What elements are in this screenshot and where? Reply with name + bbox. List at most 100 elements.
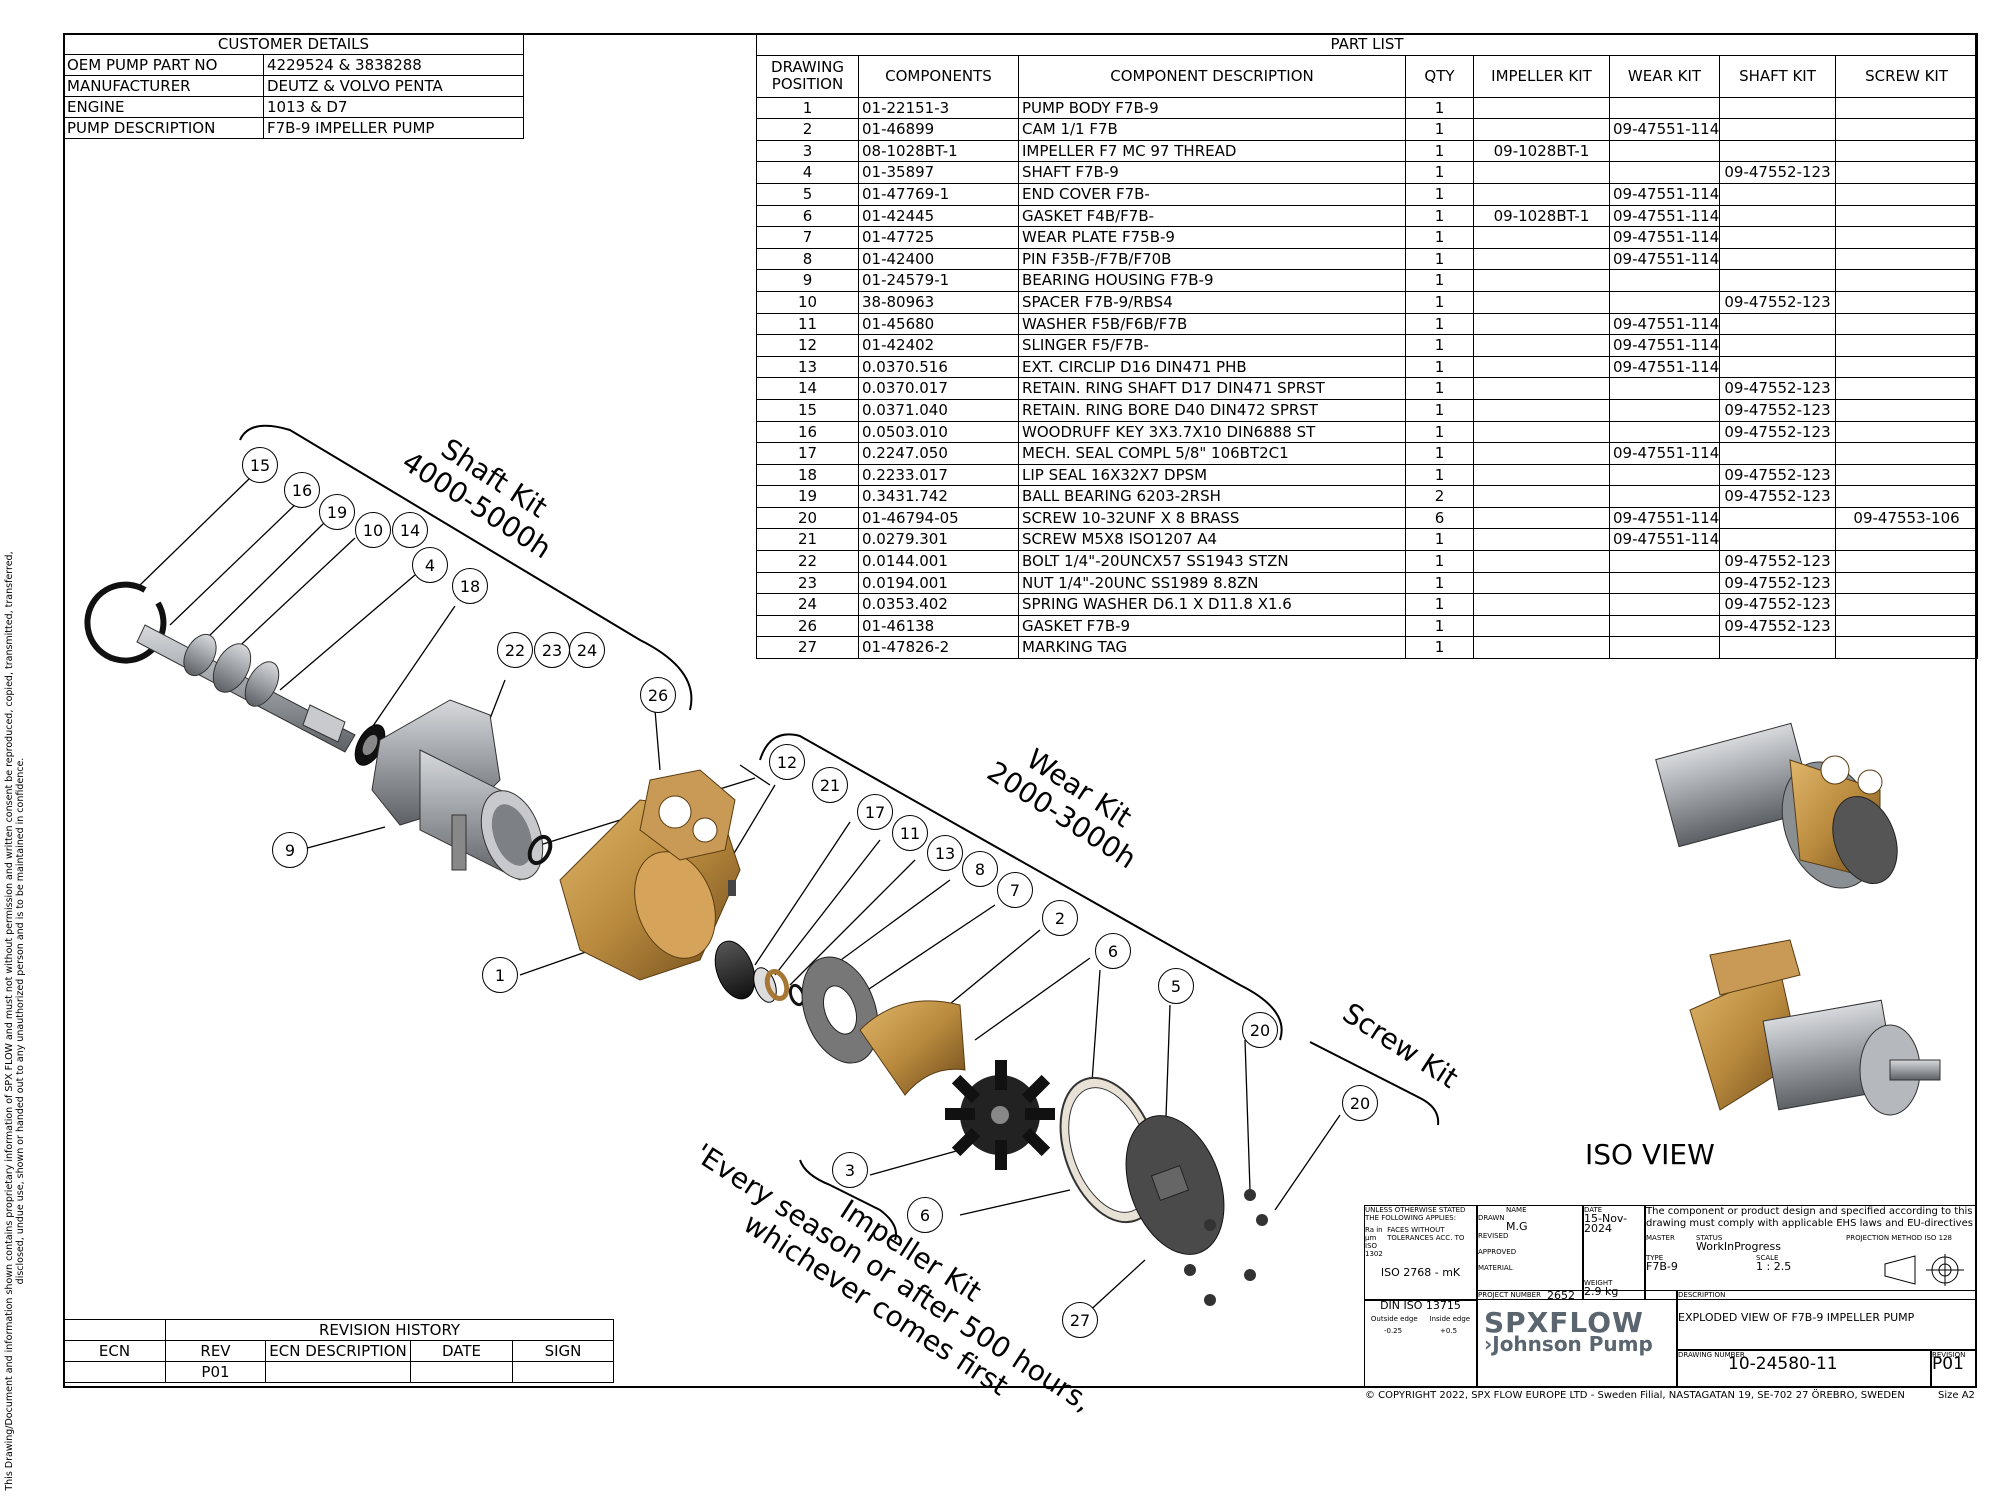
- cell-imp: [1473, 528, 1610, 552]
- cell-shaft: [1719, 442, 1836, 465]
- cell-pos: 14: [756, 377, 859, 400]
- header-component-description: COMPONENT DESCRIPTION: [1018, 54, 1406, 98]
- cell-wear: [1609, 398, 1720, 422]
- row-value: 4229524 & 3838288: [263, 54, 524, 76]
- cell-shaft: 09-47552-123: [1719, 550, 1836, 573]
- cell-imp: 09-1028BT-1: [1473, 139, 1610, 163]
- cell-comp: 0.0503.010: [858, 420, 1019, 444]
- balloon-callout: 17: [857, 794, 893, 830]
- cell-pos: 15: [756, 398, 859, 422]
- chevron-right-icon: ›: [1484, 1332, 1493, 1356]
- cell-desc: GASKET F4B/F7B-: [1018, 204, 1406, 228]
- tb-drawn-name: M.G: [1506, 1220, 1528, 1233]
- cell-desc: WOODRUFF KEY 3X3.7X10 DIN6888 ST: [1018, 420, 1406, 444]
- cell-qty: 1: [1405, 247, 1474, 271]
- header-components: COMPONENTS: [858, 54, 1019, 98]
- balloon-callout: 7: [997, 872, 1033, 908]
- cell-screw: [1834, 528, 1979, 552]
- cell-wear: [1609, 636, 1720, 660]
- cell-imp: [1473, 334, 1610, 357]
- cell-imp: [1473, 442, 1610, 465]
- cell-pos: 19: [756, 485, 859, 508]
- tb-dates: DATE 15-Nov-2024 WEIGHT 2.9 kg: [1583, 1205, 1645, 1300]
- part-list-table: PART LIST DRAWING POSITION COMPONENTS CO…: [755, 33, 1979, 660]
- tb-weight: 2.9 kg: [1584, 1285, 1619, 1298]
- cell-screw: [1834, 226, 1979, 249]
- tb-project-label: PROJECT NUMBER: [1478, 1291, 1541, 1299]
- cell-shaft: [1719, 204, 1836, 228]
- cell-qty: 1: [1405, 96, 1474, 120]
- tb-description-text: EXPLODED VIEW OF F7B-9 IMPELLER PUMP: [1678, 1311, 1915, 1324]
- cell-pos: 24: [756, 593, 859, 616]
- cell-qty: 1: [1405, 161, 1474, 184]
- cell-shaft: 09-47552-123: [1719, 290, 1836, 314]
- cell-pos: 2: [756, 118, 859, 141]
- cell-wear: [1609, 420, 1720, 444]
- row-label: OEM PUMP PART NO: [63, 54, 264, 76]
- cell-comp: 01-46899: [858, 118, 1019, 141]
- part-list-title: PART LIST: [755, 33, 1979, 56]
- cell-qty: 1: [1405, 636, 1474, 660]
- balloon-callout: 26: [640, 677, 676, 713]
- cell-qty: 1: [1405, 226, 1474, 249]
- tb-revised-label: REVISED: [1478, 1232, 1509, 1240]
- cell-screw: [1834, 312, 1979, 336]
- balloon-callout: 14: [392, 512, 428, 548]
- tb-approved-label: APPROVED: [1478, 1248, 1517, 1256]
- cell-shaft: 09-47552-123: [1719, 420, 1836, 444]
- balloon-callout: 4: [412, 547, 448, 583]
- cell-shaft: [1719, 312, 1836, 336]
- cell-pos: 4: [756, 161, 859, 184]
- cell-imp: [1473, 226, 1610, 249]
- tb-inside-val: +0.5: [1440, 1327, 1458, 1335]
- tb-faces: FACES WITHOUT TOLERANCES ACC. TO: [1387, 1226, 1465, 1242]
- tb-drawing-number-value: 10-24580-11: [1728, 1354, 1838, 1374]
- tb-status: WorkInProgress: [1696, 1240, 1782, 1253]
- cell-qty: 1: [1405, 204, 1474, 228]
- cell-shaft: [1719, 334, 1836, 357]
- cell-screw: [1834, 636, 1979, 660]
- cell-shaft: 09-47552-123: [1719, 377, 1836, 400]
- cell-comp: 0.0371.040: [858, 398, 1019, 422]
- cell-desc: RETAIN. RING BORE D40 DIN472 SPRST: [1018, 398, 1406, 422]
- balloon-callout: 13: [927, 835, 963, 871]
- cell-screw: [1834, 593, 1979, 616]
- cell-comp: 0.0144.001: [858, 550, 1019, 573]
- cell-imp: [1473, 269, 1610, 292]
- projection-symbol-icon: [1884, 1254, 1964, 1286]
- tb-unless: UNLESS OTHERWISE STATED THE FOLLOWING AP…: [1365, 1206, 1466, 1222]
- cell-screw: [1834, 161, 1979, 184]
- cell-comp: 0.2247.050: [858, 442, 1019, 465]
- confidentiality-note: This Drawing/Document and information sh…: [4, 551, 26, 1491]
- cell-wear: [1609, 571, 1720, 595]
- cell-screw: [1834, 614, 1979, 638]
- cell-comp: 0.0279.301: [858, 528, 1019, 552]
- cell-pos: 21: [756, 528, 859, 552]
- cell-desc: NUT 1/4"-20UNC SS1989 8.8ZN: [1018, 571, 1406, 595]
- balloon-callout: 23: [534, 632, 570, 668]
- cell-desc: SPACER F7B-9/RBS4: [1018, 290, 1406, 314]
- tb-names: NAME DRAWN M.G REVISED APPROVED MATERIAL: [1477, 1205, 1583, 1300]
- cell-imp: [1473, 161, 1610, 184]
- cell-wear: 09-47551-114: [1609, 355, 1720, 379]
- cell-screw: [1834, 139, 1979, 163]
- cell-shaft: [1719, 139, 1836, 163]
- balloon-callout: 19: [319, 494, 355, 530]
- cell-wear: [1609, 614, 1720, 638]
- cell-screw: [1834, 420, 1979, 444]
- spxflow-logo: SPXFLOW: [1484, 1306, 1644, 1339]
- cell-screw: [1834, 204, 1979, 228]
- balloon-callout: 5: [1158, 968, 1194, 1004]
- cell-comp: 01-42445: [858, 204, 1019, 228]
- tb-status-area: The component or product design and spec…: [1645, 1205, 1977, 1300]
- tb-ra: Ra in µm ISO 1302: [1365, 1226, 1383, 1258]
